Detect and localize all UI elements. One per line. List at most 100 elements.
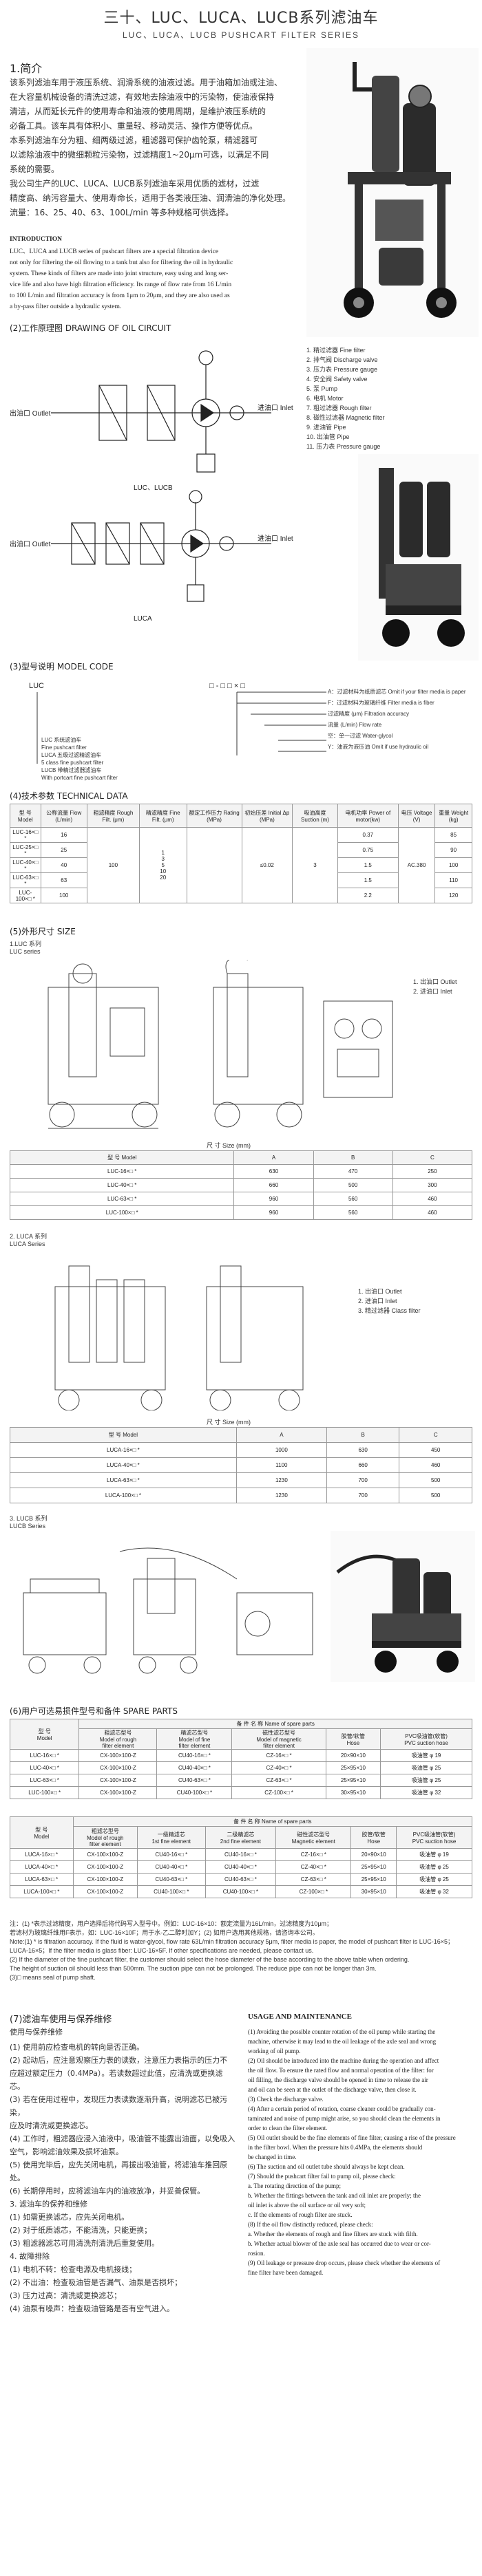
tech-rough-merged: 100 — [86, 827, 140, 903]
table-cell: 450 — [399, 1442, 472, 1458]
table-cell: CX-100×100-Z — [72, 1885, 138, 1898]
table-cell: 960 — [233, 1205, 314, 1220]
tech-header: 型 号 Model — [10, 804, 41, 828]
table-cell: 110 — [434, 872, 472, 888]
table-cell: 40 — [40, 857, 87, 873]
table-cell: CU40-100×□ * — [156, 1786, 233, 1799]
luca-outline-drawing — [54, 1265, 304, 1410]
table-cell: 1.5 — [337, 872, 399, 888]
table-cell: CZ-16×□ * — [275, 1848, 352, 1861]
table-cell: 吸油管 φ 19 — [380, 1749, 472, 1762]
dims-header: A — [233, 1150, 314, 1165]
table-cell: CZ-40×□ * — [231, 1761, 326, 1774]
table-cell: CX-100×100-Z — [78, 1749, 158, 1762]
circuit-label-bottom: LUCA — [134, 615, 152, 623]
usage-en-heading: USAGE AND MAINTENANCE — [248, 2012, 352, 2021]
table-cell: 1100 — [235, 1457, 327, 1473]
table-cell: LUCA-63×□ * — [10, 1472, 237, 1488]
dims-sub3-en: LUCB Series — [10, 1523, 46, 1530]
table-cell: 吸油管 φ 25 — [396, 1873, 472, 1886]
table-cell: 1000 — [235, 1442, 327, 1458]
product-photo-luca — [358, 454, 479, 661]
tech-table: 型 号 Model 公称流量 Flow (L/min) 粗滤精度 Rough F… — [10, 804, 472, 903]
page-title: 三十、LUC、LUCA、LUCB系列滤油车 — [103, 10, 379, 27]
table-cell: 470 — [313, 1164, 393, 1179]
table-cell: LUC-25×□ * — [10, 842, 41, 858]
spare-header: 粗滤芯型号 Model of rough filter element — [78, 1728, 158, 1750]
table-cell: 460 — [399, 1457, 472, 1473]
tech-pressure-merged — [186, 827, 242, 903]
model-prefix: LUC — [29, 682, 44, 690]
spare-header: 胶管/软管 Hose — [325, 1728, 381, 1750]
table-cell: CU40-40×□ * — [205, 1860, 277, 1874]
model-mid: □ - □ □ × □ — [209, 682, 245, 690]
table-cell: CU40-40×□ * — [156, 1761, 233, 1774]
dims-t1-caption: 尺 寸 Size (mm) — [207, 1142, 251, 1149]
table-cell: 100 — [40, 888, 87, 903]
inlet-label-top: 进油口 Inlet — [258, 403, 293, 412]
table-cell: 0.75 — [337, 842, 399, 858]
table-cell: LUC-100×□ * — [10, 888, 41, 903]
table-cell: CU40-100×□ * — [137, 1885, 206, 1898]
table-cell: LUC-63×□ * — [9, 1192, 235, 1206]
table-cell: 700 — [326, 1488, 400, 1503]
spare-header: 粗滤芯型号 Model of rough filter element — [72, 1826, 138, 1849]
drawing-heading: (2)工作原理图 DRAWING OF OIL CIRCUIT — [10, 323, 171, 333]
table-cell: CZ-63×□ * — [275, 1873, 352, 1886]
dims-sub3: 3. LUCB 系列 — [10, 1515, 48, 1522]
table-cell: CX-100×100-Z — [78, 1761, 158, 1774]
table-cell: 500 — [313, 1178, 393, 1192]
model-code-diagram: LUC □ - □ □ × □ — [29, 682, 326, 764]
product-photo-lucb — [331, 1531, 475, 1682]
table-cell: 吸油管 φ 32 — [396, 1885, 472, 1898]
table-cell: CU40-16×□ * — [137, 1848, 206, 1861]
tech-heading: (4)技术参数 TECHNICAL DATA — [10, 791, 128, 801]
table-cell: 25 — [40, 842, 87, 858]
intro-cn: 该系列滤油车用于液压系统、润滑系统的油液过滤。用于油箱加油或注油、 在大容量机械… — [10, 78, 291, 217]
dims-legend1: 1. 出油口 Outlet 2. 进油口 Inlet — [413, 978, 457, 995]
table-cell: LUC-40×□ * — [10, 857, 41, 873]
table-cell: CX-100×100-Z — [72, 1848, 138, 1861]
tech-fine-merged: 1 3 5 10 20 — [139, 827, 187, 903]
spare-header: 胶管/软管 Hose — [350, 1826, 397, 1849]
table-cell: 30×95×10 — [325, 1786, 381, 1799]
table-cell: CZ-16×□ * — [231, 1749, 326, 1762]
table-cell: 500 — [399, 1488, 472, 1503]
drawing-legend: 1. 精过滤器 Fine filter 2. 排气阀 Discharge val… — [306, 347, 385, 450]
dims-header: 型 号 Model — [9, 1150, 235, 1165]
table-cell: 25×95×10 — [325, 1774, 381, 1787]
outlet-label-bottom: 出油口 Outlet — [10, 539, 51, 548]
table-cell: 25×95×10 — [325, 1761, 381, 1774]
table-cell: LUCA-16×□ * — [10, 1442, 237, 1458]
intro-heading: 1.简介 — [10, 62, 43, 75]
spare-header: PVC吸油管(软管) PVC suction hose — [396, 1826, 472, 1849]
dims-t2-caption: 尺 寸 Size (mm) — [207, 1419, 251, 1426]
table-cell: 250 — [392, 1164, 473, 1179]
table-cell: CU40-16×□ * — [156, 1749, 233, 1762]
table-cell: 630 — [233, 1164, 314, 1179]
spare-header: 型 号 Model — [9, 1719, 80, 1750]
table-cell: LUC-100×□ * — [9, 1205, 235, 1220]
table-cell: 20×90×10 — [325, 1749, 381, 1762]
table-cell: 2.2 — [337, 888, 399, 903]
circuit-label-top: LUC、LUCB — [134, 484, 173, 492]
table-cell: CU40-63×□ * — [156, 1774, 233, 1787]
page-subtitle: LUC、LUCA、LUCB PUSHCART FILTER SERIES — [122, 30, 360, 40]
table-cell: LUCA-16×□ * — [10, 1848, 74, 1861]
dims-header: 型 号 Model — [10, 1427, 237, 1443]
spare-notes: 注：(1) *表示过滤精度，用户选择后将代码写入型号中。例如：LUC-16×10… — [10, 1920, 454, 1981]
table-cell: 16 — [40, 827, 87, 843]
table-cell: 63 — [40, 872, 87, 888]
table-cell: 560 — [313, 1205, 393, 1220]
table-cell: 100 — [434, 857, 472, 873]
table-cell: 120 — [434, 888, 472, 903]
product-photo-luc — [306, 48, 479, 337]
table-cell: 700 — [326, 1472, 400, 1488]
table-cell: LUC-63×□ * — [10, 872, 41, 888]
tech-header: 电压 Voltage (V) — [397, 804, 436, 828]
table-cell: 吸油管 φ 25 — [380, 1774, 472, 1787]
tech-header: 额定工作压力 Rating (MPa) — [186, 804, 242, 828]
spare-header: 一级精滤芯 1st fine element — [137, 1826, 206, 1849]
table-cell: CX-100×100-Z — [72, 1860, 138, 1874]
spare-header: 型 号 Model — [10, 1816, 74, 1849]
